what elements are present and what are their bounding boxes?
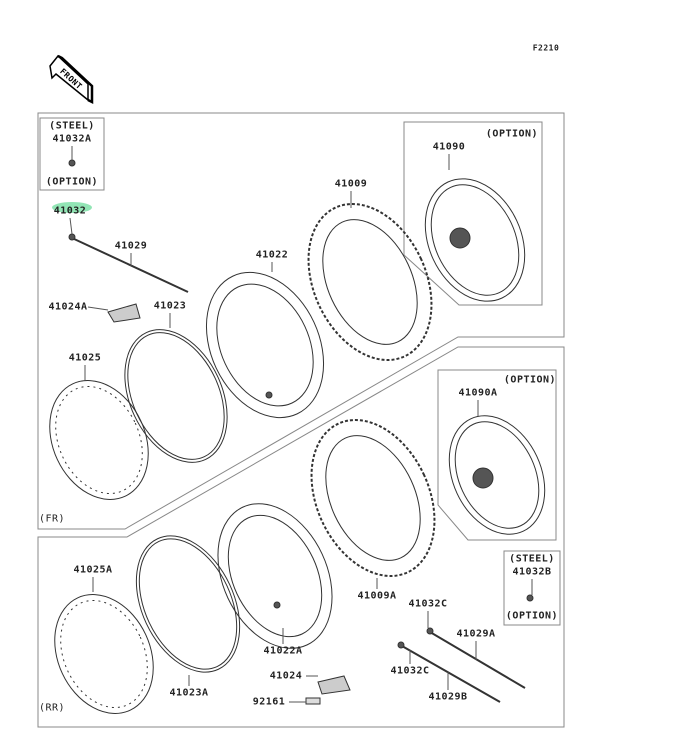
part-label-41025[interactable]: 41025 [68,352,102,364]
part-label-41029[interactable]: 41029 [114,240,148,252]
part-label-41032B[interactable]: 41032B [512,566,552,578]
highlight-marker [52,202,92,213]
option-note: (OPTION) [485,128,539,140]
part-label-41023A[interactable]: 41023A [169,687,209,699]
part-label-41024A[interactable]: 41024A [48,301,88,313]
part-drawings [49,159,546,714]
part-label-92161[interactable]: 92161 [252,696,286,708]
part-label-41090[interactable]: 41090 [432,141,466,153]
part-label-41023[interactable]: 41023 [153,300,187,312]
part-label-41032C[interactable]: 41032C [390,665,430,677]
section-front-label: (FR) [38,513,66,525]
option-note: (OPTION) [45,176,99,188]
steel-note: (STEEL) [49,120,95,132]
part-label-41032C[interactable]: 41032C [408,598,448,610]
option-note: (OPTION) [505,610,559,622]
part-label-41090A[interactable]: 41090A [458,387,498,399]
part-label-41029B[interactable]: 41029B [428,691,468,703]
part-label-41032[interactable]: 41032 [53,205,87,217]
section-frames [37,112,565,728]
figure-code: F2210 [532,43,560,53]
part-label-41029A[interactable]: 41029A [456,628,496,640]
part-label-41025A[interactable]: 41025A [73,564,113,576]
option-note: (OPTION) [503,374,557,386]
section-rear-label: (RR) [38,702,66,714]
front-arrow-icon [49,54,94,105]
part-label-41022A[interactable]: 41022A [263,645,303,657]
part-label-41032A[interactable]: 41032A [52,133,92,145]
leader-lines [69,146,533,703]
part-label-41022[interactable]: 41022 [255,249,289,261]
part-label-41024[interactable]: 41024 [269,670,303,682]
part-label-41009[interactable]: 41009 [334,178,368,190]
part-label-41009A[interactable]: 41009A [357,590,397,602]
steel-note: (STEEL) [509,553,555,565]
